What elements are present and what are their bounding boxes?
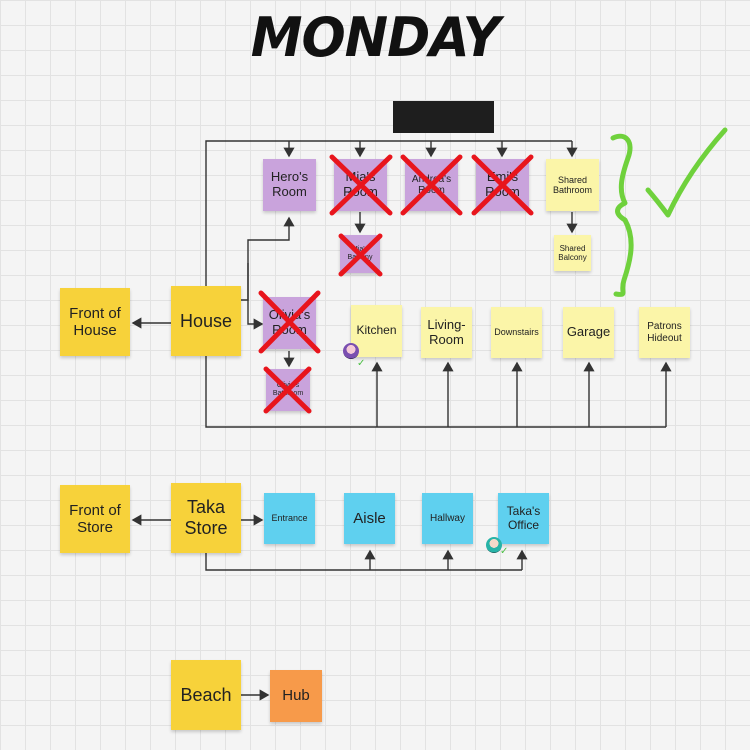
- connector-house-bottom-bus: [205, 356, 666, 428]
- small-check-icon: ✓: [357, 358, 366, 369]
- note-front-of-house[interactable]: Front of House: [60, 288, 130, 356]
- note-olivias-room[interactable]: Olivia's Room: [263, 297, 316, 349]
- note-garage[interactable]: Garage: [563, 307, 614, 358]
- note-beach[interactable]: Beach: [171, 660, 241, 730]
- page-title: MONDAY: [250, 6, 501, 70]
- note-mias-balcony[interactable]: Mia's Balcony: [340, 235, 380, 273]
- note-aisle[interactable]: Aisle: [344, 493, 395, 544]
- code-snippet-image: [393, 101, 494, 133]
- note-heros-room[interactable]: Hero's Room: [263, 159, 316, 211]
- note-takas-office[interactable]: Taka's Office: [498, 493, 549, 544]
- note-entrance[interactable]: Entrance: [264, 493, 315, 544]
- note-front-of-store[interactable]: Front of Store: [60, 485, 130, 553]
- connector-house-top-bus: [205, 140, 572, 288]
- note-house[interactable]: House: [171, 286, 241, 356]
- note-kitchen[interactable]: Kitchen: [351, 305, 402, 357]
- note-shared-balcony[interactable]: Shared Balcony: [554, 235, 591, 271]
- note-emis-room[interactable]: Emi's Room: [476, 159, 529, 211]
- note-patrons-hideout[interactable]: Patrons Hideout: [639, 307, 690, 358]
- note-olivias-bathroom[interactable]: Olivia's Bathroom: [266, 369, 310, 411]
- note-andreas-room[interactable]: Andrea's Room: [405, 159, 458, 211]
- small-check-icon: ✓: [500, 546, 509, 557]
- note-mias-room[interactable]: Mia's Room: [334, 159, 387, 211]
- connector-store-bottom-bus: [205, 553, 522, 571]
- note-downstairs[interactable]: Downstairs: [491, 307, 542, 358]
- connector-house-olivia: [247, 263, 264, 330]
- note-hallway[interactable]: Hallway: [422, 493, 473, 544]
- connector-house-hero: [240, 216, 295, 301]
- user-avatar-icon: [486, 537, 502, 553]
- note-living-room[interactable]: Living-Room: [421, 307, 472, 358]
- note-shared-bathroom[interactable]: Shared Bathroom: [546, 159, 599, 211]
- user-avatar-icon: [343, 343, 359, 359]
- note-hub[interactable]: Hub: [270, 670, 322, 722]
- note-taka-store[interactable]: Taka Store: [171, 483, 241, 553]
